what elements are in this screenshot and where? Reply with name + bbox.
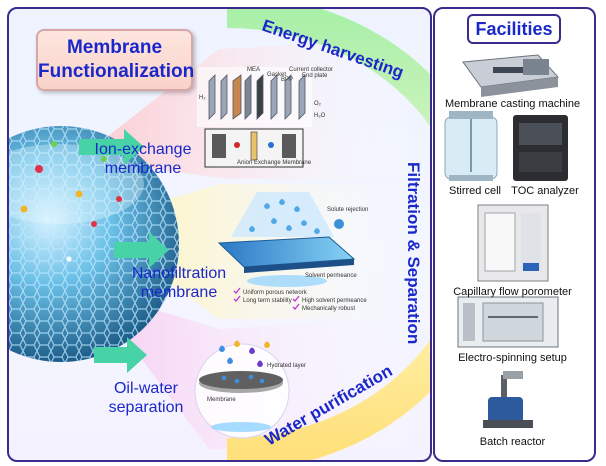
feature-3: High solvent permeance [302, 298, 367, 304]
facility-batch-reactor: Batch reactor [479, 436, 546, 448]
batch-reactor-icon [483, 371, 533, 428]
nanofiltration-line-2: membrane [140, 284, 218, 301]
feature-1: Uniform porous network [243, 290, 308, 296]
stirred-cell-icon [444, 111, 498, 181]
end-plate-label: End plate [302, 73, 328, 79]
filtration-separation-label: Filtration & Separation [404, 162, 423, 344]
current-collector-label: Current collector [289, 67, 333, 73]
nanofiltration-schematic: Solute rejection Solvent permeance Unifo… [217, 192, 368, 312]
oil-water-line-1: Oil-water [113, 380, 178, 397]
feature-4: Mechanically robust [302, 306, 355, 312]
facility-stirred-cell: Stirred cell [449, 185, 501, 197]
electrospinning-setup-icon [457, 296, 559, 348]
facility-casting-machine: Membrane casting machine [444, 98, 581, 110]
oil-water-label: Oil-water separation [96, 379, 196, 417]
oilwater-schematic: Hydrated layer Membrane [194, 340, 306, 439]
feature-2: Long term stability [243, 298, 292, 304]
gasket-label: Gasket [267, 72, 286, 78]
aem-label: Anion Exchange Membrane [237, 160, 312, 166]
arrow-nanofiltration [114, 232, 169, 268]
solvent-permeance-label: Solvent permeance [305, 273, 357, 279]
porometer-icon [477, 204, 549, 282]
molecule-dots [20, 141, 122, 262]
h2-label: H₂ [199, 95, 206, 101]
o2-label: O₂ [314, 101, 322, 107]
nanofiltration-line-1: Nanofiltration [131, 265, 227, 282]
title-line-2: Functionalization [38, 61, 195, 82]
oil-water-line-2: separation [108, 399, 184, 416]
title-line-1: Membrane [66, 37, 163, 58]
ion-exchange-schematic: MEA Gasket Current collector BPP End pla… [197, 67, 333, 168]
ion-exchange-line-2: membrane [104, 160, 182, 177]
ion-exchange-line-1: Ion-exchange [94, 141, 192, 158]
title-box: Membrane Functionalization [36, 29, 195, 91]
nanofiltration-label: Nanofiltration membrane [124, 264, 234, 302]
diagram-graphics: MEA Gasket Current collector BPP End pla… [9, 9, 430, 460]
arrow-ion-exchange [79, 129, 144, 165]
membrane-label: Membrane [207, 397, 236, 403]
solute-rejection-label: Solute rejection [327, 207, 368, 213]
arrow-oil-water [94, 337, 147, 373]
h2o-label: H₂O [314, 113, 326, 119]
mea-label: MEA [247, 67, 260, 73]
application-arc [226, 9, 430, 460]
facility-images [444, 54, 568, 428]
facility-toc-analyzer: TOC analyzer [511, 185, 579, 197]
functionalization-panel: MEA Gasket Current collector BPP End pla… [7, 7, 432, 462]
ion-exchange-label: Ion-exchange membrane [93, 140, 193, 178]
facilities-title: Facilities [467, 14, 561, 44]
hydrated-layer-label: Hydrated layer [267, 363, 306, 369]
casting-machine-icon [462, 54, 560, 97]
facility-electrospinning: Electro-spinning setup [458, 352, 567, 364]
facility-porometer: Capillary flow porometer [453, 286, 572, 298]
bpp-label: BPP [281, 77, 293, 83]
toc-analyzer-icon [513, 115, 568, 181]
